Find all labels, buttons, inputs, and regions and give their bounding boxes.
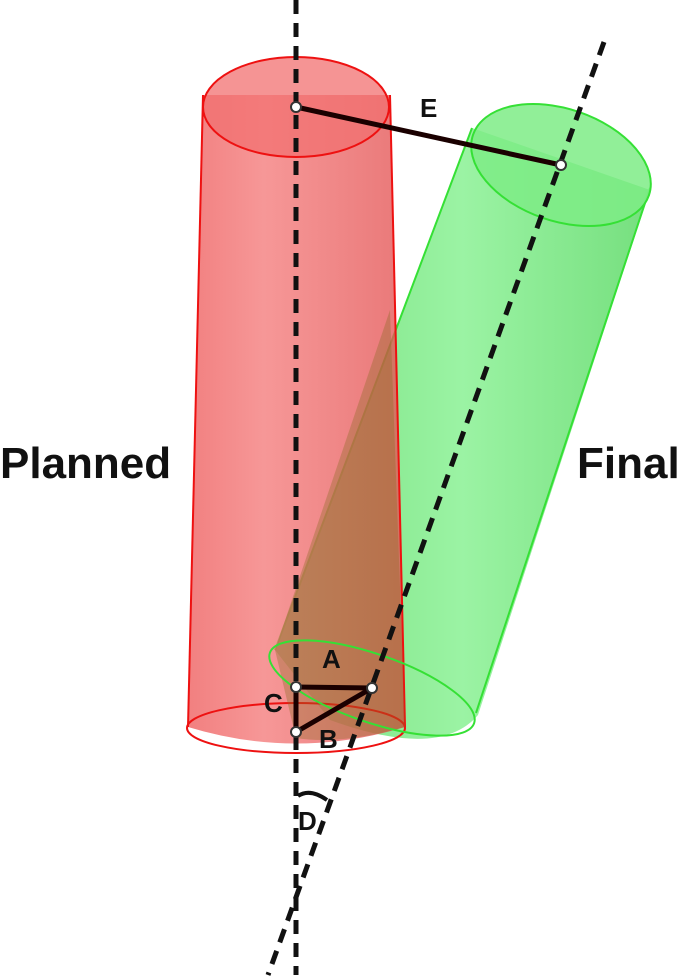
- label-planned: Planned: [0, 439, 171, 488]
- point-planned-apex: [290, 726, 302, 738]
- label-c: C: [264, 688, 283, 718]
- label-final: Final: [577, 439, 680, 488]
- deviation-line-e: [295, 104, 562, 168]
- planned-cylinder-edge-right: [389, 94, 406, 728]
- angle-arc-d: [296, 790, 329, 802]
- label-d: D: [298, 806, 317, 836]
- point-final-top: [555, 159, 567, 171]
- label-e: E: [420, 93, 437, 123]
- planned-cylinder-edge-left: [187, 94, 204, 728]
- point-c: [290, 681, 302, 693]
- deviation-line-a: [295, 684, 373, 691]
- final-cylinder-edge-right: [475, 187, 651, 714]
- overlap-region: [275, 310, 405, 740]
- label-b: B: [319, 724, 338, 754]
- label-a: A: [322, 644, 341, 674]
- deviation-line-b: [294, 685, 374, 735]
- final-axis: [265, 41, 607, 976]
- point-final-apex: [366, 682, 378, 694]
- point-planned-top: [290, 101, 302, 113]
